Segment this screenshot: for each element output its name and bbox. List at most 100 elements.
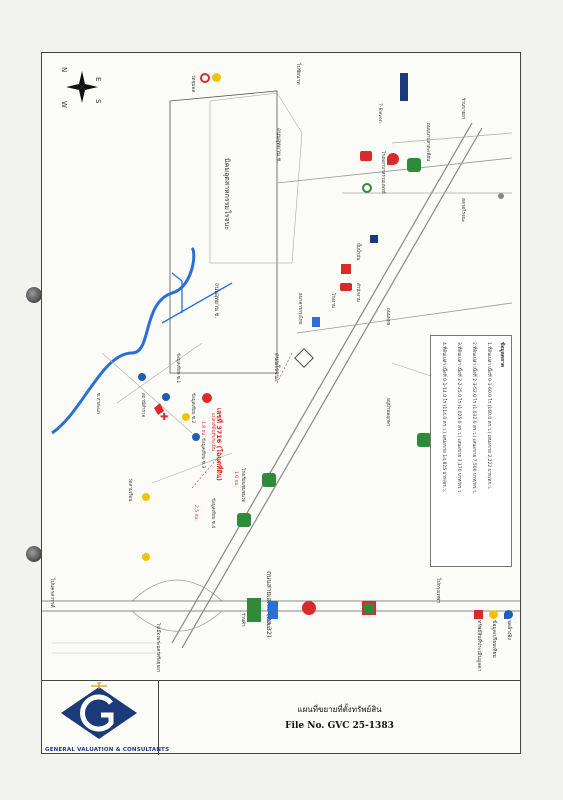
- compass-rose-icon: [66, 71, 98, 103]
- comparable-pin-3-icon: [142, 553, 150, 561]
- reference-pin-icon: [162, 393, 170, 401]
- reference-pin-2-icon: [192, 433, 200, 441]
- pharmacy-icon: [362, 183, 372, 193]
- comparable-pin-icon: [212, 73, 221, 82]
- label-temple-2: วัดสามเรือน: [127, 478, 132, 502]
- label-subject-sub: แปลงที่ดินที่ประเมิน: [210, 413, 215, 451]
- interchange: [131, 579, 223, 632]
- no-entry-icon: [200, 73, 210, 83]
- road-utthayan-2: [296, 302, 513, 334]
- bank-icon: [340, 263, 352, 275]
- label-dist-1: 1.8 กม.: [200, 421, 205, 437]
- industrial-estate-inner: [209, 92, 303, 264]
- label-to-left: ไปนครสวรรค์: [49, 578, 55, 608]
- road-chainat: [171, 122, 473, 644]
- market-data-heading: ข้อมูลตลาด: [499, 342, 505, 368]
- compass-n: N: [60, 67, 68, 73]
- label-dist-2: 2.5 กม.: [193, 505, 198, 521]
- map-canvas: [42, 90, 520, 654]
- legend-reference-swatch: [504, 610, 513, 619]
- distance-lines: [191, 352, 293, 489]
- label-to-city: ไปเมืองพระนครศรีอยุธยา: [155, 623, 160, 673]
- atm-icon: [370, 235, 378, 243]
- title-block: GENERAL VALUATION & CONSULTANTS แผนที่ขย…: [41, 680, 521, 755]
- ptt-pump-icon: [360, 151, 372, 161]
- label-soi-a: ซ.ท่าสะแก: [95, 393, 100, 414]
- road-chainat-2: [181, 127, 483, 649]
- label-market: ตลาดโรจนะ: [460, 198, 465, 223]
- industrial-estate-area: [169, 90, 278, 374]
- binder-hole-bottom: [26, 546, 42, 562]
- hotel-icon: [268, 601, 278, 619]
- label-comp-2: ข้อมูลเทียบ ซ.2: [190, 393, 195, 424]
- comparable-pin-2-icon: [182, 413, 190, 421]
- market-data-item-4: 4.ที่ดินเปล่า เนื้อที่ 0-1-14.0 ไร่ (114…: [441, 342, 446, 493]
- school-icon: [262, 473, 276, 487]
- label-factory: โรงงาน: [330, 293, 335, 308]
- symbol-legend: ทรัพย์สินที่ประเมินมูลค่า ข้อมูลเปรียบเท…: [472, 608, 518, 680]
- label-bank: ธนาคารกรุงไทย: [297, 293, 302, 325]
- gift-shop-icon: [362, 601, 376, 615]
- seven-eleven-sign-icon: [400, 73, 408, 101]
- temple-icon: [387, 153, 399, 165]
- hospital-icon: [407, 158, 421, 172]
- oil-station-icon: [340, 283, 352, 291]
- village-icon: [417, 433, 431, 447]
- office-building-icon: [312, 317, 320, 327]
- temple-2-icon: [237, 513, 251, 527]
- label-ptt: ปั๊มน้ำมัน: [355, 243, 360, 261]
- label-soi-b: ถนนพุทธ: [385, 308, 390, 326]
- canal: [161, 272, 233, 324]
- comparable-pin-4-icon: [142, 493, 150, 501]
- market-data-item-1: 1.ที่ดินเปล่า เนื้อที่ 0-1-60.0 ไร่ (160…: [486, 342, 491, 490]
- label-industrial-estate: นิคมอุตสาหกรรมโรจนะ: [223, 158, 231, 231]
- company-logo-icon: [61, 682, 137, 739]
- legend-comparable-label: ข้อมูลเปรียบเทียบ: [491, 620, 497, 658]
- compass-e: E: [94, 77, 102, 82]
- label-store: ร้านค้า: [240, 613, 245, 627]
- label-school: โรงเรียนชุมชนวัด: [240, 468, 245, 503]
- label-pharmacy: ร้านขายยา: [460, 98, 465, 120]
- legend-reference-label: จุดอ้างอิง: [506, 620, 512, 640]
- map-frame: N E S W ถนนโรจนะ ถนนสายเอเชีย (ทล.32) ไป…: [41, 52, 521, 754]
- label-road-b: ถนนนาปลาตะเพียน: [425, 123, 430, 162]
- hospital-cross-icon: ✚: [160, 412, 169, 423]
- star-shop-icon: [302, 601, 316, 615]
- highway-sign-icon: [247, 598, 261, 622]
- label-chainat-road: ถนนโรจนะ: [273, 353, 280, 383]
- label-office: สำนักงาน: [355, 283, 360, 302]
- legend-comparable-swatch: [489, 610, 498, 619]
- legend-subject-label: ทรัพย์สินที่ประเมินมูลค่า: [476, 620, 482, 672]
- label-rojana-park-road-2: ถนนอุทยาน ซ.: [213, 283, 219, 319]
- market-data-item-3: 3.ที่ดินเปล่า เนื้อที่ 2-2-25.0 ไร่ (1,0…: [456, 342, 461, 494]
- road-utthayan: [276, 157, 513, 184]
- label-comp-1: ข้อมูลเทียบ ซ.1: [175, 353, 180, 384]
- local-roads: [101, 342, 233, 484]
- label-rojana-park-road: ถนนอุทยาน ซ.: [275, 128, 281, 164]
- binder-hole-top: [26, 287, 42, 303]
- company-name: GENERAL VALUATION & CONSULTANTS: [45, 747, 170, 753]
- subject-parcel: [154, 403, 164, 415]
- label-to-bangkok: ไปกรุงเทพฯ: [435, 578, 441, 603]
- market-data-box: ข้อมูลตลาด 1.ที่ดินเปล่า เนื้อที่ 0-1-60…: [430, 335, 512, 567]
- subject-pin-icon: [202, 393, 212, 403]
- river: [51, 246, 196, 435]
- label-temple-1: วัดชุมพล: [190, 75, 195, 93]
- label-village: หมู่บ้านพฤกษา: [385, 398, 390, 427]
- market-pin-icon: [498, 193, 504, 199]
- label-7eleven: 7-Eleven: [377, 103, 382, 123]
- compass-w: W: [60, 101, 68, 108]
- reference-pin-3-icon: [138, 373, 146, 381]
- compass-s: S: [94, 99, 102, 104]
- compass: N E S W: [60, 67, 102, 108]
- label-to-chainat: ไปชัยนาท: [295, 63, 301, 85]
- frontage-roads: [52, 642, 162, 654]
- market-data-item-2: 2.ที่ดินเปล่า เนื้อที่ 2-3-52.0 ไร่ (1,0…: [471, 342, 476, 494]
- legend-subject-swatch: [474, 610, 483, 619]
- label-comp-4: ข้อมูลเทียบ ซ.4: [210, 498, 215, 529]
- company-logo-cell: GENERAL VALUATION & CONSULTANTS: [41, 681, 169, 755]
- file-number: File No. GVC 25-1383: [285, 721, 394, 731]
- map-title: แผนที่ขยายที่ตั้งทรัพย์สิน: [297, 705, 382, 714]
- label-dist-3: 1.0 กม.: [233, 471, 238, 487]
- label-police: สถานีตำรวจ: [140, 393, 145, 418]
